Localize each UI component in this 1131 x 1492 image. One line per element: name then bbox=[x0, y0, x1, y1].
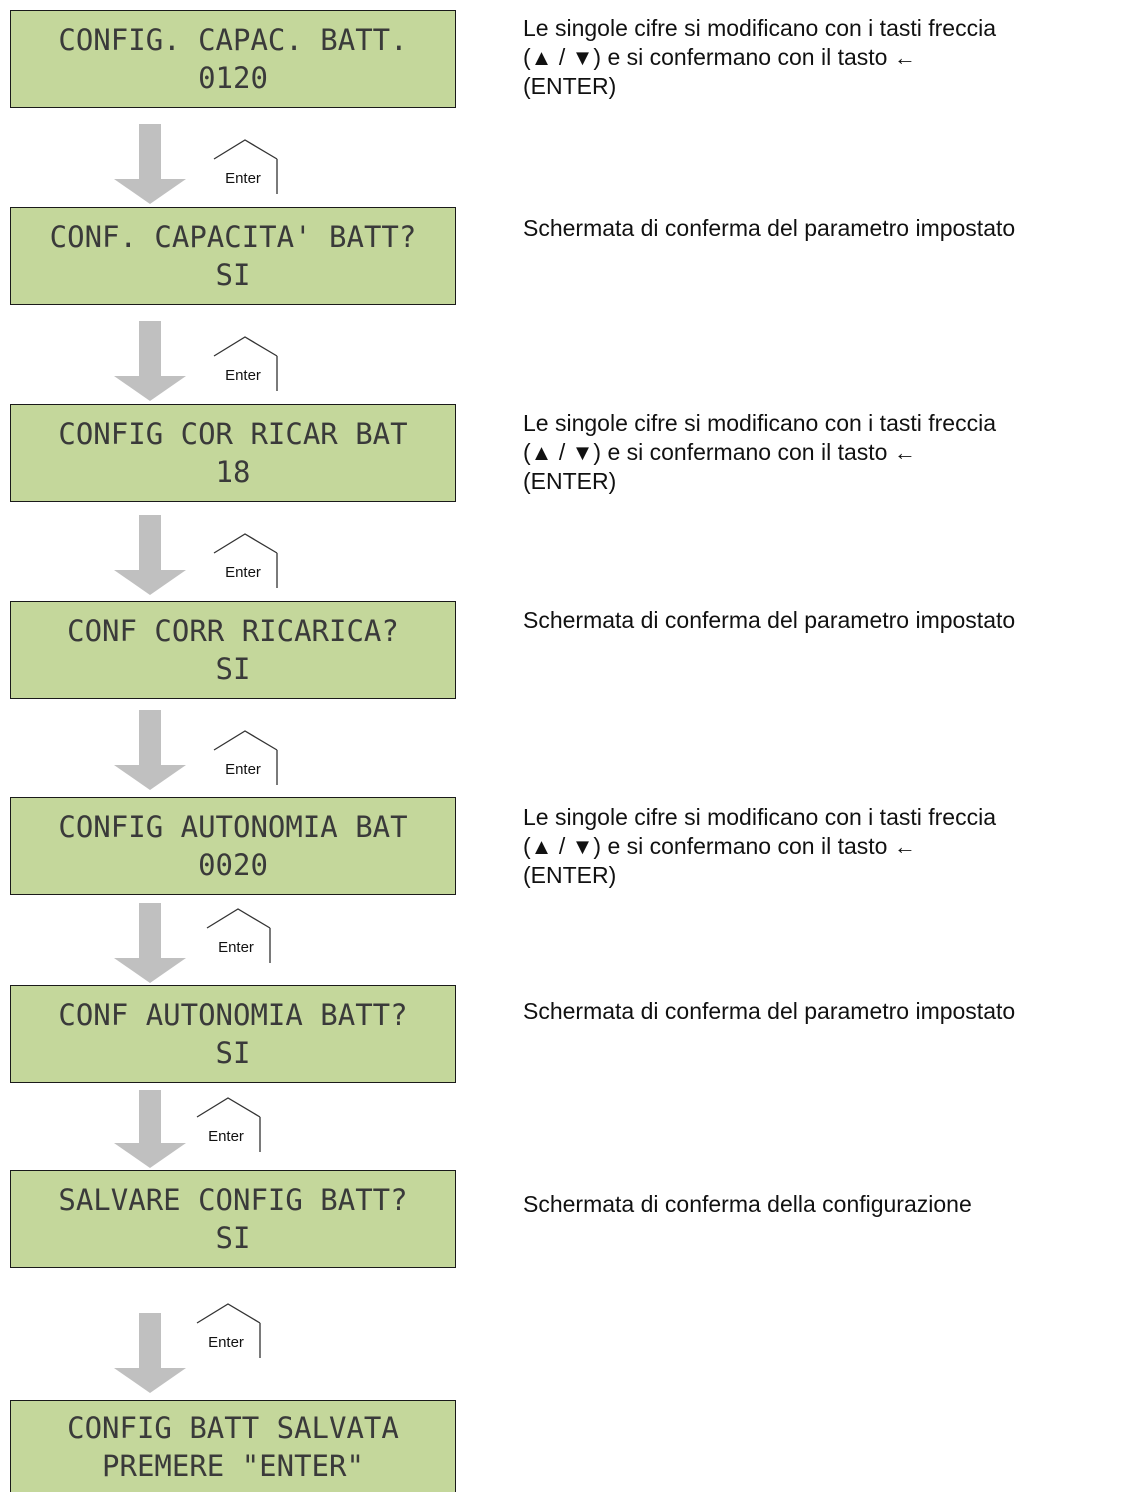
down-arrow-icon bbox=[114, 710, 186, 790]
enter-key-label: Enter bbox=[225, 367, 261, 384]
arrow-down-icon: ▼ bbox=[571, 440, 594, 465]
description-line: (ENTER) bbox=[523, 468, 617, 494]
description-line: (▲ / ▼) e si confermano con il tasto ← bbox=[523, 43, 1123, 72]
enter-key-label: Enter bbox=[225, 761, 261, 778]
enter-return-icon: ← bbox=[893, 440, 916, 465]
enter-key-label: Enter bbox=[208, 1334, 244, 1351]
description-edit-3: Le singole cifre si modificano con i tas… bbox=[523, 803, 1123, 890]
lcd-screen-7: SALVARE CONFIG BATT? SI bbox=[10, 1170, 456, 1268]
lcd-line-1: CONFIG COR RICAR BAT bbox=[58, 417, 408, 451]
description-line: (ENTER) bbox=[523, 862, 617, 888]
lcd-screen-5: CONFIG AUTONOMIA BAT 0020 bbox=[10, 797, 456, 895]
enter-key-icon: Enter bbox=[213, 730, 278, 785]
lcd-screen-4: CONF CORR RICARICA? SI bbox=[10, 601, 456, 699]
description-edit-1: Le singole cifre si modificano con i tas… bbox=[523, 14, 1123, 101]
lcd-line-2: 18 bbox=[215, 455, 251, 489]
lcd-screen-3: CONFIG COR RICAR BAT 18 bbox=[10, 404, 456, 502]
lcd-line-1: CONFIG. CAPAC. BATT. bbox=[58, 23, 408, 57]
enter-return-icon: ← bbox=[893, 834, 916, 859]
description-text: ) e si confermano con il tasto bbox=[593, 439, 888, 465]
enter-key-icon: Enter bbox=[196, 1097, 261, 1152]
separator: / bbox=[552, 439, 572, 465]
arrow-up-icon: ▲ bbox=[530, 834, 553, 859]
enter-key-label: Enter bbox=[218, 939, 254, 956]
lcd-screen-1: CONFIG. CAPAC. BATT. 0120 bbox=[10, 10, 456, 108]
lcd-line-1: SALVARE CONFIG BATT? bbox=[58, 1183, 408, 1217]
description-confirm-3: Schermata di conferma del parametro impo… bbox=[523, 998, 1016, 1024]
down-arrow-icon bbox=[114, 124, 186, 204]
arrow-up-icon: ▲ bbox=[530, 440, 553, 465]
down-arrow-icon bbox=[114, 1090, 186, 1168]
enter-return-icon: ← bbox=[893, 45, 916, 70]
enter-key-icon: Enter bbox=[196, 1303, 261, 1358]
down-arrow-icon bbox=[114, 903, 186, 983]
enter-key-label: Enter bbox=[225, 564, 261, 581]
description-confirm-1: Schermata di conferma del parametro impo… bbox=[523, 215, 1016, 241]
down-arrow-icon bbox=[114, 321, 186, 401]
lcd-line-2: SI bbox=[215, 258, 251, 292]
lcd-line-2: SI bbox=[215, 1221, 251, 1255]
paren-open: ( bbox=[523, 439, 531, 465]
lcd-line-2: PREMERE "ENTER" bbox=[102, 1448, 364, 1483]
down-arrow-icon bbox=[114, 1313, 186, 1393]
description-line: Le singole cifre si modificano con i tas… bbox=[523, 410, 996, 436]
description-line: (▲ / ▼) e si confermano con il tasto ← bbox=[523, 438, 1123, 467]
description-line: Le singole cifre si modificano con i tas… bbox=[523, 15, 996, 41]
description-line: (▲ / ▼) e si confermano con il tasto ← bbox=[523, 832, 1123, 861]
description-line: (ENTER) bbox=[523, 73, 617, 99]
description-edit-2: Le singole cifre si modificano con i tas… bbox=[523, 409, 1123, 496]
lcd-line-2: SI bbox=[215, 1036, 251, 1070]
enter-key-icon: Enter bbox=[213, 336, 278, 391]
lcd-screen-6: CONF AUTONOMIA BATT? SI bbox=[10, 985, 456, 1083]
lcd-line-1: CONF CORR RICARICA? bbox=[67, 614, 399, 648]
description-save: Schermata di conferma della configurazio… bbox=[523, 1191, 972, 1217]
separator: / bbox=[552, 44, 572, 70]
lcd-line-1: CONFIG BATT SALVATA bbox=[67, 1410, 399, 1445]
enter-key-label: Enter bbox=[208, 1128, 244, 1145]
enter-key-label: Enter bbox=[225, 170, 261, 187]
paren-open: ( bbox=[523, 44, 531, 70]
arrow-up-icon: ▲ bbox=[530, 45, 553, 70]
lcd-screen-8: CONFIG BATT SALVATA PREMERE "ENTER" bbox=[10, 1400, 456, 1492]
description-text: ) e si confermano con il tasto bbox=[593, 44, 888, 70]
enter-key-icon: Enter bbox=[206, 908, 271, 963]
enter-key-icon: Enter bbox=[213, 139, 278, 194]
lcd-line-1: CONF AUTONOMIA BATT? bbox=[58, 998, 408, 1032]
description-line: Le singole cifre si modificano con i tas… bbox=[523, 804, 996, 830]
lcd-line-2: 0020 bbox=[198, 848, 268, 882]
separator: / bbox=[552, 833, 572, 859]
lcd-screen-2: CONF. CAPACITA' BATT? SI bbox=[10, 207, 456, 305]
enter-key-icon: Enter bbox=[213, 533, 278, 588]
description-text: ) e si confermano con il tasto bbox=[593, 833, 888, 859]
description-confirm-2: Schermata di conferma del parametro impo… bbox=[523, 607, 1016, 633]
lcd-line-1: CONFIG AUTONOMIA BAT bbox=[58, 810, 408, 844]
arrow-down-icon: ▼ bbox=[571, 45, 594, 70]
lcd-line-2: 0120 bbox=[198, 61, 268, 95]
arrow-down-icon: ▼ bbox=[571, 834, 594, 859]
down-arrow-icon bbox=[114, 515, 186, 595]
lcd-line-1: CONF. CAPACITA' BATT? bbox=[49, 220, 417, 254]
paren-open: ( bbox=[523, 833, 531, 859]
lcd-line-2: SI bbox=[215, 652, 251, 686]
